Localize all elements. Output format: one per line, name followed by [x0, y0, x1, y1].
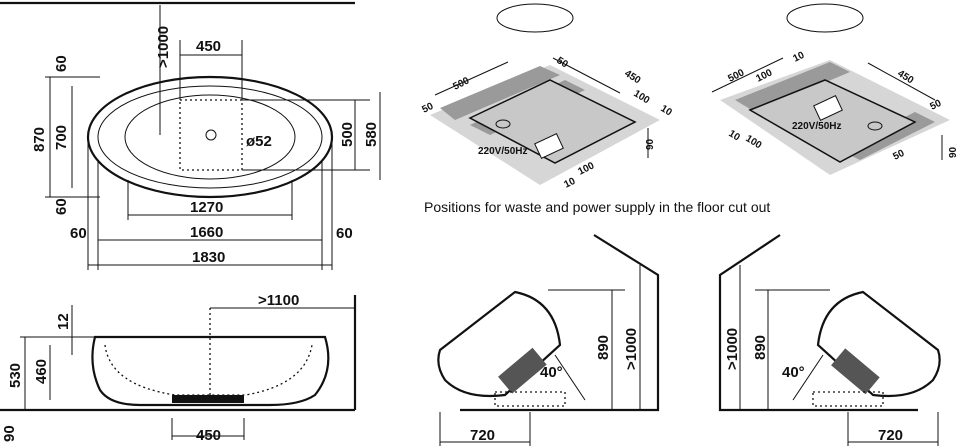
dim-top-clearance: >1000 — [155, 26, 172, 68]
dim-height: 890 — [595, 335, 612, 360]
floor-cutout-outline — [812, 391, 884, 407]
dim-drain-zone-outer: 580 — [363, 122, 380, 147]
dim-drain-zone-width: 450 — [196, 38, 221, 55]
tub-thumbnail — [496, 3, 574, 33]
dim-width: 450 — [622, 68, 642, 86]
dim-edge-b: 50 — [554, 55, 570, 70]
tub-inner-rim — [97, 85, 323, 189]
dim-base-width: 450 — [196, 427, 221, 444]
dim-height: 890 — [752, 335, 769, 360]
tub-tilted — [437, 290, 562, 398]
dim-length: 500 — [726, 67, 746, 85]
cutout-recess — [468, 79, 637, 164]
dim-socket-gap: 10 — [658, 103, 674, 118]
dim-socket-offset-front: 100 — [743, 133, 763, 151]
dim-socket-gap: 10 — [791, 50, 806, 65]
dim-inner-depth: 460 — [33, 359, 50, 384]
dim-clearance: >1000 — [623, 328, 640, 370]
tub-underside-detail — [498, 347, 547, 394]
tub-underside-detail — [831, 348, 880, 395]
tub-base — [172, 395, 244, 403]
dim-edge-b: 50 — [891, 148, 906, 163]
drain-icon — [205, 129, 217, 141]
top-view: >1000 450 60 870 700 60 ø52 500 580 1270… — [0, 1, 381, 270]
wall-line — [460, 234, 660, 412]
dim-depth: 90 — [948, 146, 959, 158]
side-view: >1100 12 530 460 90 450 — [0, 292, 357, 444]
dim-rim-thickness: 12 — [55, 313, 72, 330]
dim-drain-zone-depth: 500 — [339, 122, 356, 147]
dim-depth: 90 — [645, 138, 656, 150]
tilted-view-right: 890 >1000 40° 720 — [718, 234, 941, 446]
dim-length: 500 — [451, 75, 471, 93]
dim-inner-length-bottom: 1270 — [190, 199, 223, 216]
tub-tilted — [816, 290, 941, 398]
dim-socket-offset: 100 — [631, 88, 651, 106]
dim-inner-length: 1660 — [190, 224, 223, 241]
tub-inner-profile — [104, 344, 313, 396]
dim-angle: 40° — [782, 364, 805, 381]
dim-total-height: 530 — [7, 363, 24, 388]
floor-cutout-2: 500 10 100 450 50 10 100 220V/50Hz 50 90 — [711, 3, 959, 175]
tub-thumbnail — [786, 3, 864, 33]
dim-overall-width: 870 — [31, 127, 48, 152]
dim-wall-clearance: >1100 — [258, 292, 299, 309]
tub-basin — [124, 94, 296, 180]
dim-overall-length: 1830 — [192, 249, 225, 266]
floor-cutout-caption: Positions for waste and power supply in … — [424, 199, 770, 215]
dim-rim-top: 60 — [53, 55, 70, 72]
dim-rim-left: 60 — [70, 225, 87, 242]
dim-floor-height: 90 — [1, 425, 18, 442]
dim-rim-bottom: 60 — [53, 198, 70, 215]
power-socket-icon — [534, 133, 564, 159]
dim-edge-a: 50 — [420, 101, 435, 116]
waste-icon — [495, 119, 511, 129]
power-socket-icon — [813, 95, 843, 121]
dim-distance: 720 — [470, 427, 495, 444]
dim-distance: 720 — [878, 427, 903, 444]
tilted-view-left: 890 >1000 40° 720 — [437, 234, 660, 446]
drain-zone — [179, 99, 243, 171]
dim-inner-width: 700 — [53, 125, 70, 150]
floor-cutout-outline — [494, 391, 566, 407]
dim-width: 450 — [895, 68, 915, 86]
dim-drain-diameter: ø52 — [246, 133, 272, 150]
waste-icon — [867, 121, 883, 131]
cutout-recess — [748, 79, 917, 163]
tub-side-outline — [91, 335, 330, 407]
power-label: 220V/50Hz — [478, 146, 527, 157]
dim-angle: 40° — [540, 364, 563, 381]
floor-cutout-1: 500 50 50 450 100 10 90 220V/50Hz 100 10 — [420, 3, 674, 191]
dim-socket-gap-front: 10 — [726, 128, 742, 143]
power-label: 220V/50Hz — [792, 121, 841, 132]
dim-edge-a: 50 — [928, 98, 943, 113]
dim-clearance: >1000 — [724, 328, 741, 370]
dim-rim-right: 60 — [336, 225, 353, 242]
wall-line — [718, 234, 918, 412]
dim-socket-gap-front: 10 — [562, 176, 577, 191]
